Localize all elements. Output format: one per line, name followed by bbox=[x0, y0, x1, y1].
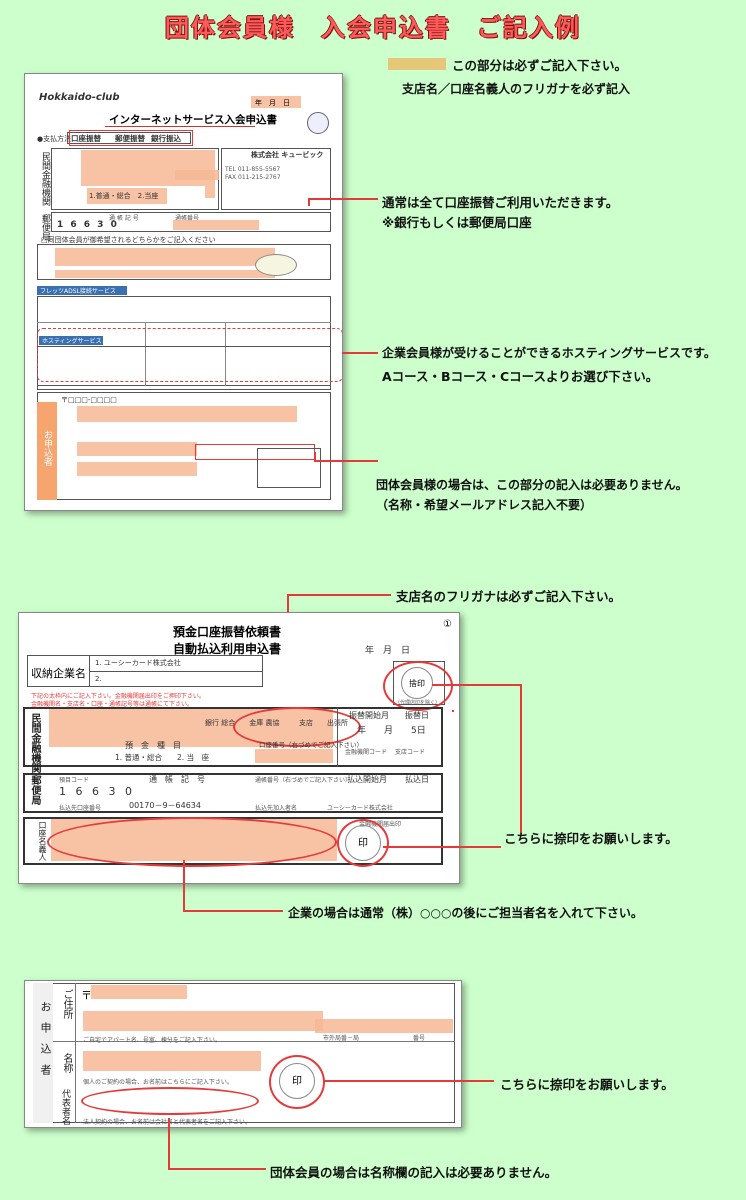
payment-note-sub: ※銀行もしくは郵便局口座 bbox=[382, 215, 532, 230]
seal-sub-note: （代理店印を除く） bbox=[395, 700, 441, 706]
deposit-types: 1. 普通・総合 2. 当 座 bbox=[115, 753, 210, 762]
applicant-label: お申込者 bbox=[39, 1001, 52, 1085]
hokkaido-club-logo: Hokkaido-club bbox=[39, 92, 120, 103]
address-label: ご住所 bbox=[61, 989, 72, 1019]
transfer-start-label: 振替開始月 bbox=[349, 711, 389, 720]
branch-furigana-highlight bbox=[233, 707, 361, 747]
name-field bbox=[77, 442, 197, 456]
transfer-form-heading-2: 自動払込利用申込書 bbox=[173, 642, 282, 656]
hosting-note: 企業会員様が受けることができるホスティングサービスです。 bbox=[382, 346, 716, 360]
name-label: 名称 bbox=[61, 1053, 72, 1073]
payee-account: 00170－9－64634 bbox=[129, 801, 201, 810]
account-no-field bbox=[175, 170, 219, 180]
globe-logo-icon bbox=[307, 112, 329, 134]
transfer-day: 5日 bbox=[411, 726, 426, 736]
seal-note-1: こちらに捺印をお願いします。 bbox=[504, 831, 678, 846]
postal-code-value: 1 6 6 3 0 bbox=[59, 785, 135, 798]
deposit-type-field bbox=[87, 188, 167, 204]
group-exempt-note: 団体会員様の場合は、この部分の記入は必要ありません。 bbox=[376, 478, 688, 492]
hosting-note-sub: Aコース・Bコース・Cコースよりお選び下さい。 bbox=[382, 369, 659, 384]
postal-account-field bbox=[173, 220, 259, 230]
transfer-month: 年 月 bbox=[357, 726, 394, 736]
hosting-title: ホスティングサービス bbox=[39, 336, 103, 345]
bank-name-field bbox=[81, 150, 215, 186]
payment-option-postal-transfer[interactable]: 郵便振替 bbox=[115, 134, 145, 143]
payment-option-account-transfer[interactable]: 口座振替 bbox=[71, 134, 101, 143]
payment-option-bank-transfer[interactable]: 銀行振込 bbox=[151, 134, 181, 143]
branch-code-label: 支店コード bbox=[395, 749, 426, 756]
seal-highlight-2 bbox=[337, 819, 389, 867]
address-field bbox=[77, 406, 297, 422]
payment-method-box bbox=[67, 132, 191, 144]
form-heading: インターネットサービス入会申込書 bbox=[109, 114, 277, 126]
payment-start-label: 払込開始月 bbox=[347, 775, 387, 784]
passbook-no-label: 通 帳 記 号 bbox=[149, 775, 205, 784]
group-exempt-note-sub: （名称・希望メールアドレス記入不要） bbox=[376, 498, 593, 512]
hosting-highlight-box bbox=[37, 328, 342, 382]
application-form-sheet: Hokkaido-club 年 月 日 インターネットサービス入会申込書 ●支払… bbox=[24, 73, 343, 511]
account-transfer-form: 預金口座振替依頼書 自動払込利用申込書 ① 年 月 日 収納企業名 1. ユーシ… bbox=[18, 612, 460, 884]
transfer-date-label: 年 月 日 bbox=[365, 646, 411, 656]
corporate-name-note: 企業の場合は通常（株）○○○の後にご担当者名を入れて下さい。 bbox=[288, 906, 643, 920]
bank-code-label: 金融機関コード bbox=[345, 749, 388, 756]
postal-code-digits: 1 6 6 3 0 bbox=[57, 220, 119, 230]
account-no-label: 口座番号（右づめでご記入下さい） bbox=[259, 741, 363, 749]
seal-highlight-3 bbox=[269, 1055, 325, 1109]
group-name-note: 団体会員の場合は名称欄の記入は必要ありません。 bbox=[270, 1165, 558, 1180]
phone-label: 市外局番－局 bbox=[323, 1035, 360, 1042]
payee-1: 1. ユーシーカード株式会社 bbox=[95, 659, 181, 667]
postal-code-label: 預目コード bbox=[59, 777, 90, 784]
required-field-swatch bbox=[388, 58, 446, 70]
holder-highlight bbox=[47, 817, 337, 867]
applicant-section-form: お申込者 ご住所 〒 ご自宅でアパート名、号室、棟分をご記入下さい。 市外局番－… bbox=[24, 980, 462, 1128]
page-title: 団体会員様 入会申込書 ご記入例 bbox=[165, 14, 581, 42]
seal-highlight-1 bbox=[383, 661, 453, 711]
postal-prefix: 〒 bbox=[81, 989, 92, 1002]
payee-2: 2. bbox=[95, 675, 102, 683]
deposit-type-label: 預 金 種 目 bbox=[125, 741, 181, 750]
transfer-day-label: 振替日 bbox=[405, 711, 429, 720]
date-label: 年 月 日 bbox=[255, 99, 290, 107]
payment-highlight-box bbox=[69, 130, 193, 146]
holder-label: 口座名義人 bbox=[38, 821, 47, 861]
bank-section-label: 民間金融機関 bbox=[29, 713, 40, 773]
payment-day-label: 払込日 bbox=[405, 775, 429, 784]
required-field-note: この部分は必ずご記入下さい。 bbox=[452, 58, 628, 73]
phone-label-2: 番号 bbox=[413, 1035, 426, 1042]
transfer-form-heading-1: 預金口座振替依頼書 bbox=[173, 625, 282, 639]
postal-section-label: 郵便局 bbox=[29, 775, 40, 805]
furigana-note: 支店名／口座名義人のフリガナを必ず記入 bbox=[402, 82, 631, 96]
payee-name: ユーシーカード株式会社 bbox=[327, 805, 393, 812]
phone-field bbox=[315, 1019, 453, 1033]
payment-note: 通常は全て口座振替ご利用いただきます。 bbox=[382, 195, 619, 210]
group-name-highlight bbox=[81, 1087, 259, 1115]
rep-label: 代表者名 bbox=[60, 1089, 70, 1125]
flets-title: フレッツADSL接続サービス bbox=[37, 286, 127, 295]
form-number: ① bbox=[443, 619, 452, 630]
payee-name-label: 払込先加入者名 bbox=[255, 805, 298, 812]
seal-note-2: こちらに捺印をお願いします。 bbox=[500, 1077, 674, 1092]
company-name-field bbox=[83, 1051, 261, 1071]
address-input-field bbox=[83, 1011, 323, 1031]
payee-account-label: 払込先口座番号 bbox=[59, 805, 102, 812]
company-name: 株式会社 キュービック bbox=[251, 151, 324, 159]
passbook-id-label: 通帳番号（右づめでご記入下さい） bbox=[255, 777, 352, 784]
branch-furigana-note: 支店名のフリガナは必ずご記入下さい。 bbox=[396, 589, 622, 604]
date-field bbox=[251, 96, 301, 108]
stamp-seal-1[interactable]: 捨印 bbox=[401, 667, 433, 699]
postal-code-field bbox=[91, 985, 187, 999]
member-name-field bbox=[55, 248, 275, 266]
payee-label: 収納企業名 bbox=[31, 667, 86, 680]
